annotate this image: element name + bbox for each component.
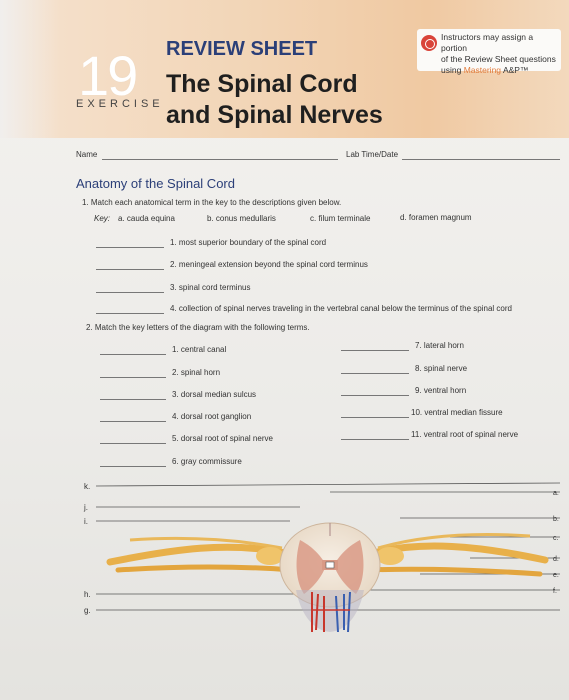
note-ap: A&P™ <box>502 65 529 75</box>
q2-answer-8[interactable] <box>341 373 409 374</box>
q1-item-4: 4. collection of spinal nerves traveling… <box>170 304 512 313</box>
central-canal <box>325 561 335 569</box>
diagram-label-a: a. <box>553 490 559 497</box>
q2-answer-7[interactable] <box>341 350 409 351</box>
q2-item-4: 4. dorsal root ganglion <box>172 412 252 421</box>
page-title-line2: and Spinal Nerves <box>166 101 383 129</box>
q2-item-11: 11. ventral root of spinal nerve <box>411 430 519 439</box>
diagram-label-h: h. <box>84 590 91 599</box>
q1-answer-2[interactable] <box>96 269 164 270</box>
diagram-label-d: d. <box>553 556 559 563</box>
q1-prompt: 1. Match each anatomical term in the key… <box>82 198 342 207</box>
q1-key-c: c. filum terminale <box>310 214 371 223</box>
q2-answer-1[interactable] <box>100 354 166 355</box>
q2-item-3: 3. dorsal median sulcus <box>172 390 257 399</box>
q2-answer-5[interactable] <box>100 443 166 444</box>
diagram-label-g: g. <box>84 606 91 615</box>
q1-key-a: a. cauda equina <box>118 214 175 223</box>
diagram-label-j: j. <box>83 503 88 512</box>
diagram-label-b: b. <box>553 516 559 523</box>
note-line3: using Mastering A&P™ <box>441 65 557 76</box>
name-field[interactable] <box>102 159 338 160</box>
left-dorsal-root-ganglion <box>256 547 284 565</box>
review-sheet-label: REVIEW SHEET <box>166 38 318 60</box>
q1-key-d: d. foramen magnum <box>400 213 472 222</box>
q2-answer-2[interactable] <box>100 377 166 378</box>
left-ventral-root <box>115 564 295 573</box>
note-line1: Instructors may assign a portion <box>441 32 534 53</box>
left-dorsal-branch <box>129 536 283 550</box>
vein-vessels <box>335 591 351 633</box>
diagram-label-k: k. <box>84 482 90 491</box>
diagram-label-i: i. <box>84 517 88 526</box>
q2-answer-10[interactable] <box>341 417 409 418</box>
q2-prompt: 2. Match the key letters of the diagram … <box>86 323 310 332</box>
right-ventral-root <box>365 566 543 577</box>
q2-answer-6[interactable] <box>100 466 166 467</box>
page-title-line1: The Spinal Cord <box>166 70 358 98</box>
artery-vessels <box>311 592 325 632</box>
q2-answer-3[interactable] <box>100 399 166 400</box>
exercise-label: EXERCISE <box>76 98 164 110</box>
gray-matter-left <box>296 540 326 594</box>
q2-item-10: 10. ventral median fissure <box>411 408 503 417</box>
exercise-number: 19 <box>78 44 138 107</box>
diagram-label-c: c. <box>553 535 559 542</box>
spinal-cord-diagram: k. j. i. h. g. a. b. c. d. e. f. <box>83 482 561 633</box>
q1-item-2: 2. meningeal extension beyond the spinal… <box>170 260 368 269</box>
name-label: Name <box>76 150 98 159</box>
diagram-label-e: e. <box>553 572 559 579</box>
leader-line-k <box>95 482 561 487</box>
q2-item-8: 8. spinal nerve <box>415 364 468 373</box>
note-using: using <box>441 65 462 75</box>
q1-answer-3[interactable] <box>96 292 164 293</box>
q1-item-1: 1. most superior boundary of the spinal … <box>170 238 327 247</box>
instructor-note: Instructors may assign a portion of the … <box>417 29 561 75</box>
q2-answer-9[interactable] <box>341 395 409 396</box>
gray-matter-right <box>334 540 364 594</box>
mastering-brand: Mastering <box>463 65 502 75</box>
right-dorsal-root-ganglion <box>376 547 404 565</box>
q1-key-label: Key: <box>94 214 111 223</box>
q2-item-6: 6. gray commissure <box>172 457 242 466</box>
q2-item-2: 2. spinal horn <box>172 368 221 377</box>
q2-item-7: 7. lateral horn <box>415 341 464 350</box>
lab-time-label: Lab Time/Date <box>346 150 399 159</box>
q1-key-b: b. conus medullaris <box>207 214 276 223</box>
lab-time-field[interactable] <box>402 159 560 160</box>
meninges-lower <box>296 590 364 632</box>
q2-answer-4[interactable] <box>100 421 166 422</box>
right-dorsal-branch <box>377 533 531 550</box>
note-line2: of the Review Sheet questions <box>441 54 556 64</box>
mastering-icon <box>421 35 437 51</box>
q1-item-3: 3. spinal cord terminus <box>170 283 251 292</box>
q2-item-9: 9. ventral horn <box>415 386 467 395</box>
q2-answer-11[interactable] <box>341 439 409 440</box>
q1-answer-1[interactable] <box>96 247 164 248</box>
diagram-label-f: f. <box>553 588 557 595</box>
q2-item-1: 1. central canal <box>172 345 227 354</box>
section-title: Anatomy of the Spinal Cord <box>76 176 235 191</box>
q1-answer-4[interactable] <box>96 313 164 314</box>
banner-fade <box>0 0 60 138</box>
q2-item-5: 5. dorsal root of spinal nerve <box>172 434 273 443</box>
